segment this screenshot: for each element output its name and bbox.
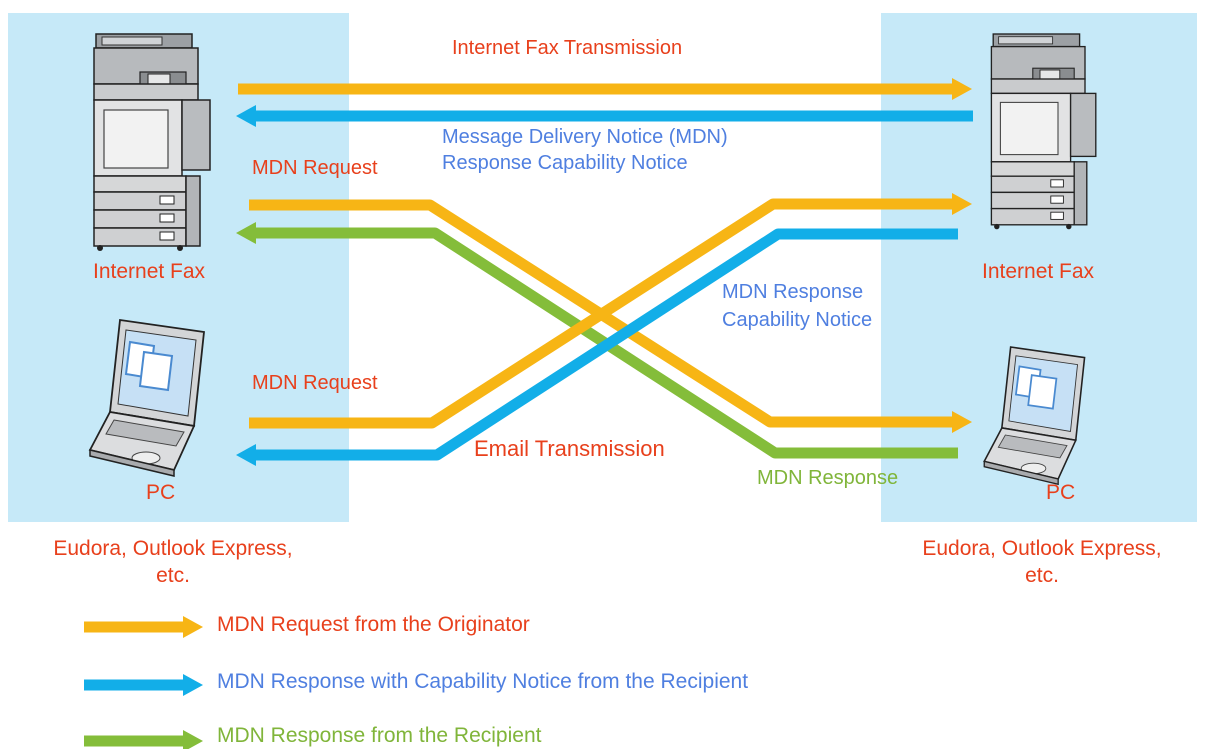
mdn-response-capability-label-line1: MDN Response — [722, 281, 864, 303]
email-transmission-label: Email Transmission — [474, 436, 665, 461]
left-internet-fax-icon — [93, 33, 211, 252]
legend-text-orange: MDN Request from the Originator — [217, 613, 530, 636]
internet-fax-transmission-label: Internet Fax Transmission — [452, 37, 683, 59]
left-internet-fax-label: Internet Fax — [93, 260, 206, 283]
right-internet-fax-icon — [990, 33, 1097, 230]
fax-transmission-arrow — [238, 78, 972, 100]
left-client-label-line1: Eudora, Outlook Express, — [53, 537, 293, 560]
right-laptop-icon — [983, 346, 1086, 486]
right-internet-fax-label: Internet Fax — [982, 260, 1095, 283]
right-client-label-line2: etc. — [1025, 564, 1059, 587]
right-client-label-line1: Eudora, Outlook Express, — [922, 537, 1162, 560]
mdn-return-arrow — [236, 105, 973, 127]
mdn-response-capability-label-line2: Capability Notice — [722, 309, 873, 331]
right-pc-label: PC — [1046, 481, 1076, 504]
mdn-response-label: MDN Response — [757, 467, 899, 489]
pc-to-fax-request-arrow — [249, 193, 972, 429]
mdn-notice-label-line2: Response Capability Notice — [442, 152, 688, 174]
legend-blue-arrow — [84, 674, 203, 696]
fax-capability-response-arrow — [236, 228, 958, 466]
legend-text-green: MDN Response from the Recipient — [217, 724, 542, 747]
mdn-request-label-bottom: MDN Request — [252, 372, 378, 394]
legend-orange-arrow — [84, 616, 203, 638]
left-laptop-icon — [89, 319, 205, 477]
left-client-label-line2: etc. — [156, 564, 190, 587]
legend-green-arrow — [84, 730, 203, 749]
legend-text-blue: MDN Response with Capability Notice from… — [217, 670, 749, 693]
left-pc-label: PC — [146, 481, 176, 504]
mdn-notice-label-line1: Message Delivery Notice (MDN) — [442, 126, 728, 148]
mdn-request-label-top: MDN Request — [252, 157, 378, 179]
